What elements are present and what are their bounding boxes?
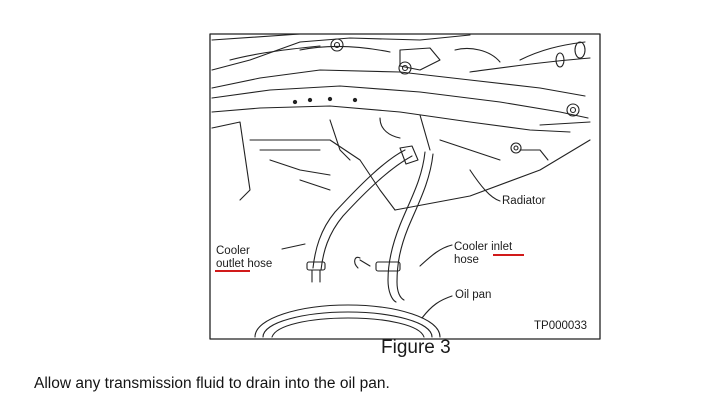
bolt bbox=[330, 38, 344, 52]
bolt bbox=[569, 106, 577, 114]
outlet-leader bbox=[281, 243, 306, 250]
oil-pan-label: Oil pan bbox=[455, 289, 492, 301]
bolt bbox=[401, 64, 409, 72]
cooler-inlet-label-line1: Cooler inlet bbox=[454, 241, 513, 253]
bolt bbox=[398, 61, 412, 75]
inlet-leader bbox=[419, 244, 453, 267]
bolt bbox=[566, 103, 580, 117]
oilpan-leader bbox=[421, 295, 453, 319]
figure-code: TP000033 bbox=[534, 320, 588, 332]
radiator-support-frame bbox=[211, 33, 591, 161]
figure-border bbox=[209, 33, 601, 340]
cooler-outlet-label-line1: Cooler bbox=[216, 245, 250, 257]
cooler-inlet-hose-label: Cooler inlet hose bbox=[454, 241, 512, 267]
cooler-outlet-hose-label: Cooler outlet hose bbox=[216, 245, 272, 271]
bolt bbox=[333, 41, 341, 49]
cooler-inlet-hose bbox=[354, 151, 434, 303]
cooler-outlet-label-line2: outlet hose bbox=[216, 258, 273, 270]
oil-pan bbox=[254, 304, 441, 338]
radiator-leader bbox=[469, 169, 501, 202]
cooler-outlet-hose bbox=[306, 145, 419, 283]
bolt bbox=[510, 142, 522, 154]
bolt bbox=[513, 145, 519, 151]
cooler-inlet-label-line2: hose bbox=[454, 254, 479, 266]
radiator-label: Radiator bbox=[502, 195, 546, 207]
instruction-text: Allow any transmission fluid to drain in… bbox=[34, 375, 390, 392]
radiator bbox=[211, 121, 591, 211]
